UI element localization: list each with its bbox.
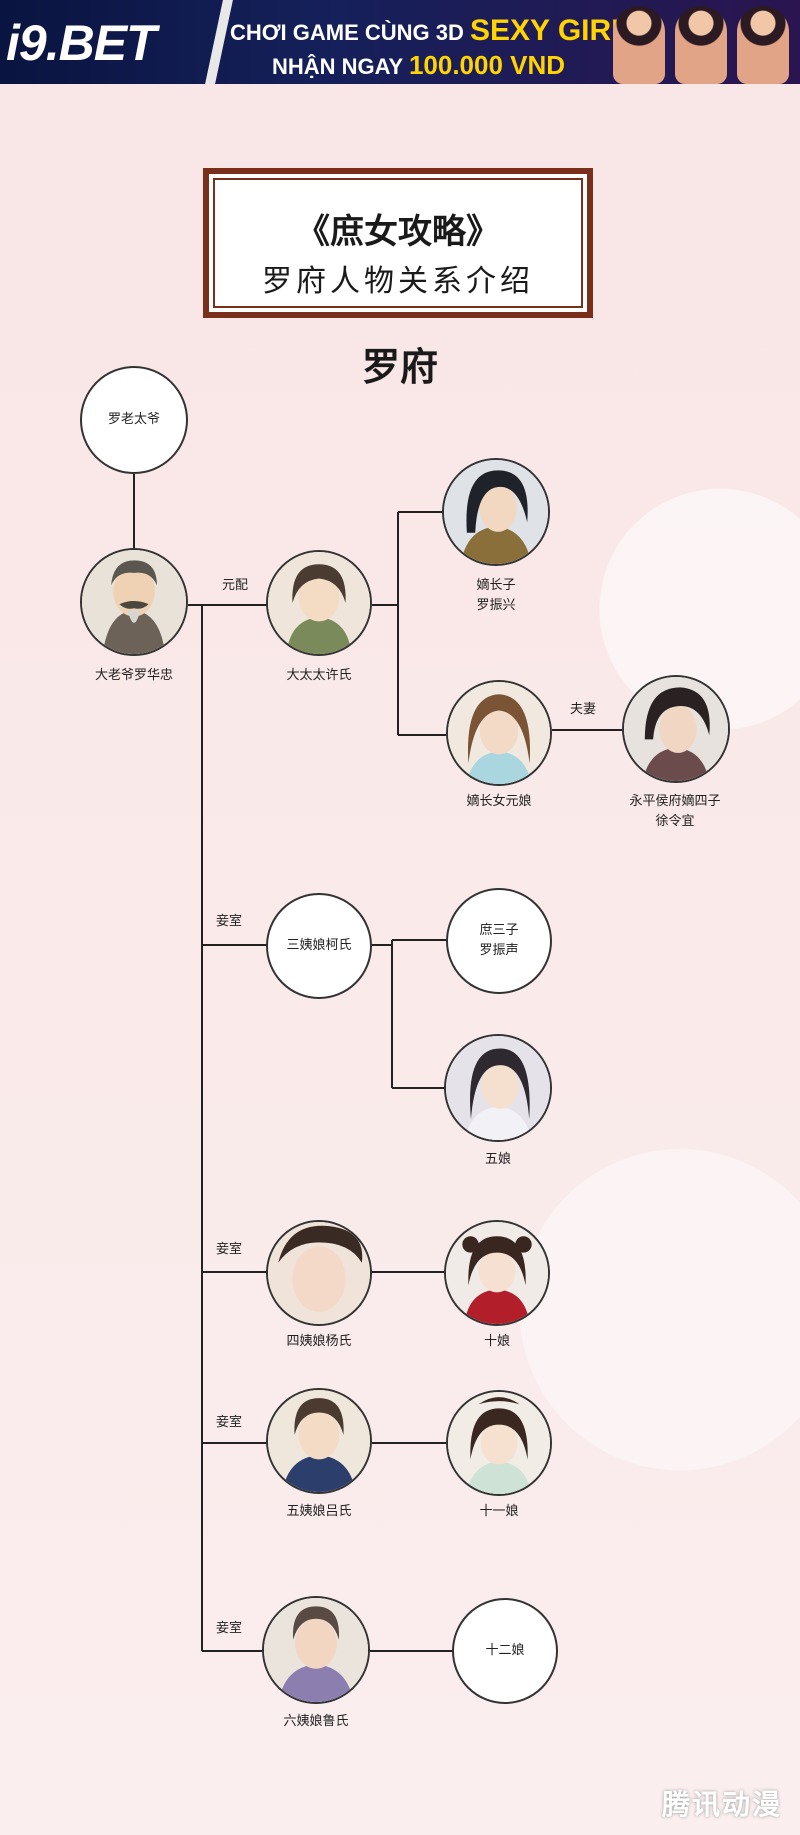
portrait-tenth-daughter [444,1220,550,1326]
concubine4-portrait-image [268,1222,370,1324]
portrait-eleventh-daughter [446,1390,552,1496]
relation-label-main-wife: 元配 [222,578,249,593]
portrait-fifth-daughter [444,1034,552,1142]
third-son-text: 庶三子 罗振声 [448,921,550,961]
caption-father: 大老爷罗华忠 [94,668,173,683]
caption-concubine5: 五姨娘吕氏 [286,1504,352,1519]
caption-main-wife: 大太太许氏 [286,668,352,683]
page-subtitle: 罗府人物关系介绍 [262,264,534,299]
portrait-concubine6 [262,1596,370,1704]
portrait-eldest-son [442,458,550,566]
third-son-title: 庶三子 [479,923,519,938]
ad-line-1-highlight: SEXY GIRL [470,14,630,47]
ad-line-2-highlight: 100.000 VND [408,50,566,80]
node-concubine3: 三姨娘柯氏 [266,893,372,999]
page-title: 《庶女攻略》 [296,212,500,252]
ad-line-1: CHƠI GAME CÙNG 3D SEXY GIRL [230,14,630,48]
relation-label-concubine: 妾室 [216,1242,243,1257]
node-twelfth-daughter: 十二娘 [452,1598,558,1704]
father-portrait-image [82,550,186,654]
eldest-daughter-portrait-image [448,682,550,784]
relation-label-concubine: 妾室 [216,1621,243,1636]
ad-characters-image [605,2,800,84]
relation-label-concubine: 妾室 [216,914,243,929]
caption-eleventh-daughter: 十一娘 [479,1504,519,1519]
relation-label-spouse: 夫妻 [570,702,597,717]
portrait-son-in-law [622,675,730,783]
son-in-law-portrait-image [624,677,728,781]
portrait-concubine5 [266,1388,372,1494]
ad-line-2-prefix: NHẬN NGAY [272,54,403,79]
title-frame: 《庶女攻略》 罗府人物关系介绍 [203,168,593,318]
portrait-main-wife [266,550,372,656]
caption-tenth-daughter: 十娘 [483,1334,510,1349]
ad-line-1-prefix: CHƠI GAME CÙNG 3D [230,20,464,45]
son-in-law-title: 永平侯府嫡四子 [629,794,721,809]
caption-eldest-daughter: 嫡长女元娘 [466,794,532,809]
ad-banner[interactable]: i9.BET CHƠI GAME CÙNG 3D SEXY GIRL NHẬN … [0,0,800,84]
portrait-concubine4 [266,1220,372,1326]
caption-son-in-law: 永平侯府嫡四子 徐令宜 [600,792,750,832]
ad-brand-text: i9.BET [6,15,157,71]
caption-concubine4: 四姨娘杨氏 [286,1334,352,1349]
caption-eldest-son: 嫡长子 罗振兴 [446,576,546,616]
tenth-daughter-portrait-image [446,1222,548,1324]
concubine3-name: 三姨娘柯氏 [286,938,352,953]
eldest-son-name: 罗振兴 [476,598,516,613]
node-grandfather: 罗老太爷 [80,366,188,474]
ad-brand-logo: i9.BET [6,14,157,72]
son-in-law-name: 徐令宜 [655,814,695,829]
portrait-eldest-daughter [446,680,552,786]
twelfth-daughter-name: 十二娘 [485,1643,525,1658]
eleventh-daughter-portrait-image [448,1392,550,1494]
eldest-son-title: 嫡长子 [476,578,516,593]
portrait-father [80,548,188,656]
eldest-son-portrait-image [444,460,548,564]
node-third-son: 庶三子 罗振声 [446,888,552,994]
concubine5-portrait-image [268,1390,370,1492]
fifth-daughter-portrait-image [446,1036,550,1140]
watermark-logo: 腾讯动漫 [661,1789,782,1820]
ad-line-2: NHẬN NGAY 100.000 VND [272,50,565,81]
third-son-name: 罗振声 [479,943,519,958]
main-wife-portrait-image [268,552,370,654]
grandfather-name: 罗老太爷 [107,412,160,427]
section-heading: 罗府 [361,344,438,389]
concubine6-portrait-image [264,1598,368,1702]
caption-concubine6: 六姨娘鲁氏 [283,1714,349,1729]
relation-label-concubine: 妾室 [216,1415,243,1430]
caption-fifth-daughter: 五娘 [484,1152,511,1167]
